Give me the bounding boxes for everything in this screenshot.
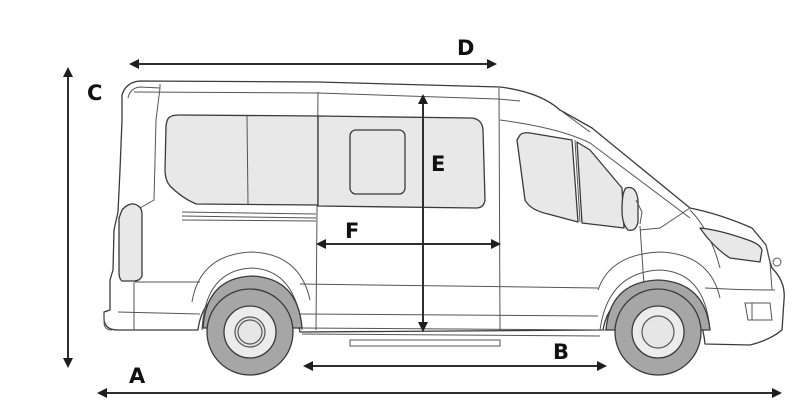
- side-sill: [299, 327, 611, 337]
- running-step: [349, 339, 501, 347]
- front-wheel-arch-outer: [597, 251, 721, 299]
- roof-line: [133, 91, 521, 102]
- rear-pillar: [139, 87, 161, 209]
- side-moulding: [181, 211, 317, 222]
- dimension-label-d: D: [457, 36, 475, 60]
- rear-step-bumper: [103, 312, 113, 331]
- dimension-label-e: E: [431, 152, 446, 176]
- dimension-label-a: A: [129, 364, 146, 388]
- sliding-door-front-edge: [498, 87, 501, 331]
- front-door-window-rear: [516, 132, 579, 223]
- headlight: [699, 227, 763, 263]
- front-bumper-line: [704, 287, 776, 291]
- lower-body-line: [135, 281, 599, 289]
- rear-wheel-arch-outer: [191, 251, 311, 303]
- dimension-label-b: B: [553, 340, 570, 364]
- cab-belt-line: [499, 119, 691, 219]
- rear-wheel: [202, 275, 303, 376]
- sliding-door-small-window: [349, 129, 406, 195]
- fog-light: [744, 302, 773, 321]
- rear-lamp: [118, 203, 143, 282]
- dimension-label-f: F: [345, 219, 360, 243]
- front-wheel: [605, 279, 711, 376]
- van-body: [103, 80, 785, 347]
- rear-side-window: [164, 114, 319, 206]
- dimension-label-c: C: [87, 81, 103, 105]
- side-mirror: [621, 186, 639, 231]
